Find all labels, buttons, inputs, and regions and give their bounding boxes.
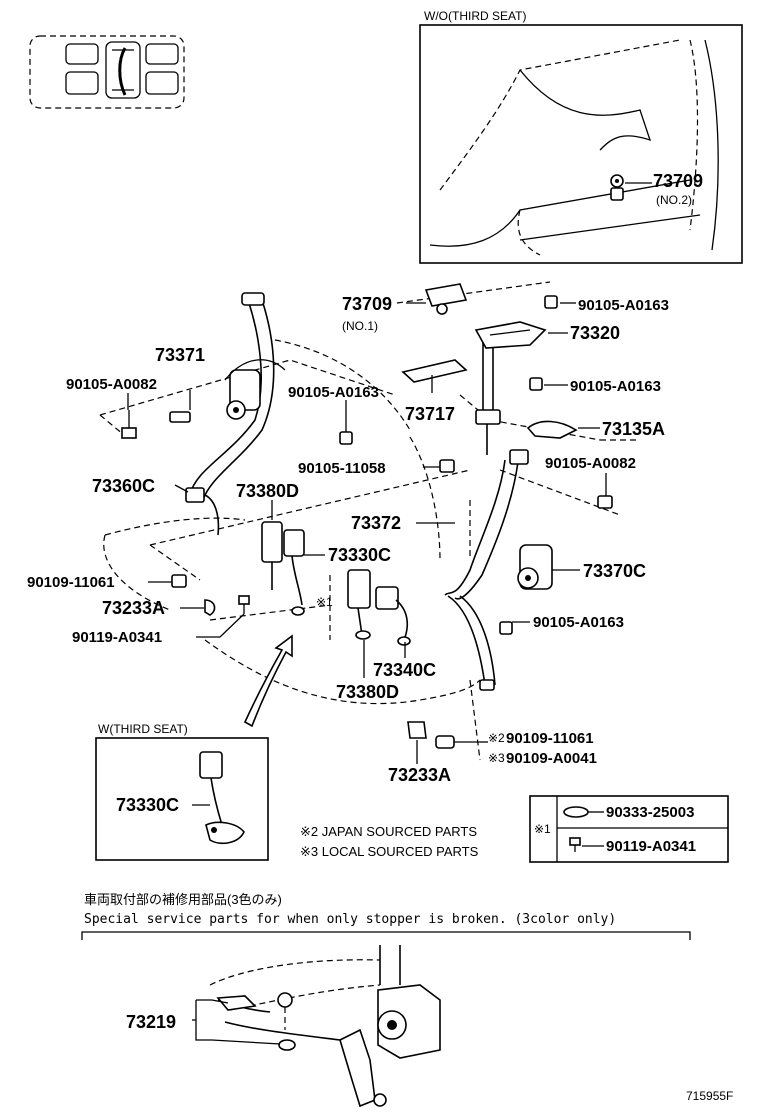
bolt-90105-A0082-right-icon: [597, 495, 613, 509]
part-label-73219: 73219: [126, 1012, 176, 1032]
part-label-73380D-b: 73380D: [336, 682, 399, 702]
part-label-73135A: 73135A: [602, 419, 665, 439]
part-label-73340C: 73340C: [373, 660, 436, 680]
anchor-cover-73709-no1-icon: [424, 283, 468, 315]
part-label-90105-A0163-d: 90105-A0163: [533, 614, 624, 631]
part-label-90105-A0163-b: 90105-A0163: [570, 378, 661, 395]
cover-73717-icon: [401, 359, 468, 383]
service-title-en: Special service parts for when only stop…: [84, 912, 616, 927]
part-sub-no1: (NO.1): [342, 319, 378, 333]
part-label-73371: 73371: [155, 345, 205, 365]
cover-73135A-icon: [526, 420, 578, 439]
part-label-73709-no2: 73709: [653, 171, 703, 191]
bolt-icon: [569, 837, 581, 852]
part-label-73372: 73372: [351, 513, 401, 533]
ref-table: ※1 90333-25003 90119-A0341: [529, 795, 729, 863]
service-retractor-icon: [377, 984, 441, 1059]
bolt-90105-A0082-left-icon: [121, 410, 137, 439]
buckle-73340C-icon: [375, 586, 399, 610]
leader-lines: [127, 302, 607, 764]
nut-90109-11061-a-icon: [171, 574, 187, 588]
note-japan-sourced: ※2 JAPAN SOURCED PARTS: [300, 824, 477, 839]
note-local-sourced: ※3 LOCAL SOURCED PARTS: [300, 844, 479, 859]
part-label-73330C: 73330C: [328, 545, 391, 565]
cover-73233A-b-icon: [407, 721, 427, 739]
part-label-73717: 73717: [405, 404, 455, 424]
vehicle-locator-icon: [29, 35, 185, 109]
part-label-90109-11061-a: 90109-11061: [27, 574, 115, 591]
right-retractor-icon: [517, 544, 553, 590]
service-assembly: [192, 945, 441, 1108]
ref-mark-2: ※2: [488, 731, 505, 745]
inset-with-third-seat: W(THIRD SEAT) 73330C: [95, 722, 269, 861]
part-label-73320: 73320: [570, 323, 620, 343]
ref-table-row-2: 90119-A0341: [606, 838, 696, 855]
buckle-73330C-icon: [283, 529, 305, 557]
bolt-90105-11058-icon: [439, 459, 455, 473]
mounting-outline: [99, 281, 640, 761]
bolt-90105-A0163-d-icon: [499, 621, 513, 635]
part-label-73370C: 73370C: [583, 561, 646, 581]
part-label-73330C-inset: 73330C: [116, 795, 179, 815]
anchor-cover-no2-icon: [610, 174, 624, 201]
ref-mark-3: ※3: [488, 751, 505, 765]
part-sub-no2: (NO.2): [656, 193, 692, 207]
part-label-90105-A0082-b: 90105-A0082: [545, 455, 636, 472]
left-retractor-icon: [226, 369, 261, 420]
ref-mark-1: ※1: [316, 595, 333, 609]
clip-73371-icon: [169, 411, 191, 423]
part-label-90105-A0082-a: 90105-A0082: [66, 376, 157, 393]
ref-table-row-1: 90333-25003: [606, 804, 694, 821]
inset-without-third-seat: W/O(THIRD SEAT) 73709 (NO.2): [419, 9, 743, 264]
inset-pointer-arrow: [243, 634, 293, 728]
part-label-73233A-b: 73233A: [388, 765, 451, 785]
service-title-jp: 車両取付部の補修用部品(3色のみ): [84, 892, 282, 907]
part-label-90119-A0341-a: 90119-A0341: [72, 629, 162, 646]
part-label-73360C: 73360C: [92, 476, 155, 496]
buckle-73380D-b-icon: [347, 569, 371, 609]
figure-code: 715955F: [686, 1089, 733, 1103]
center-buckles: [171, 521, 411, 646]
ref-table-mark: ※1: [534, 822, 551, 836]
part-label-73233A-a: 73233A: [102, 598, 165, 618]
left-seat-belt-assembly: [121, 292, 353, 536]
part-label-73380D-a: 73380D: [236, 481, 299, 501]
bolt-90105-A0163-a-icon: [544, 295, 558, 309]
buckle-73380D-a-icon: [261, 521, 283, 563]
bolt-90105-A0163-b-icon: [529, 377, 543, 391]
part-label-90105-11058: 90105-11058: [298, 460, 386, 477]
service-bracket: [81, 931, 691, 940]
inset-title-wo-third-seat: W/O(THIRD SEAT): [424, 9, 526, 23]
right-seat-belt-assembly: [401, 283, 613, 749]
nut-90109-11061-b-icon: [435, 735, 455, 749]
stopper-73219-icon: [216, 995, 257, 1011]
bolt-90119-A0341-icon: [238, 595, 250, 614]
guide-73320-icon: [474, 321, 547, 349]
part-label-90105-A0163-a: 90105-A0163: [578, 297, 669, 314]
part-label-73709-no1: 73709: [342, 294, 392, 314]
part-label-90109-A0041: 90109-A0041: [506, 750, 597, 767]
cover-73233A-a-icon: [204, 599, 216, 616]
part-label-90109-11061-b: 90109-11061: [506, 730, 594, 747]
bolt-90105-A0163-c-icon: [339, 431, 353, 445]
part-label-90105-A0163-c: 90105-A0163: [288, 384, 379, 401]
washer-icon: [563, 806, 589, 818]
inset-title-w-third-seat: W(THIRD SEAT): [98, 722, 188, 736]
